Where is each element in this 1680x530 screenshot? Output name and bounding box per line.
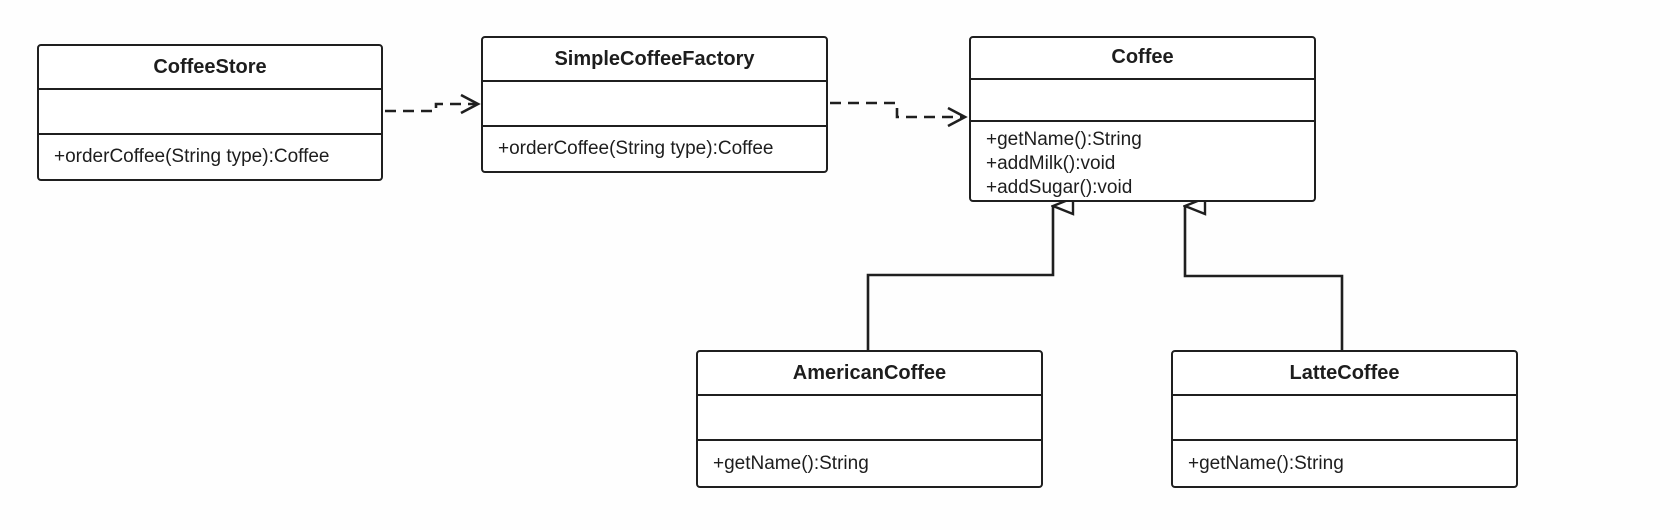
class-box-simplecoffeefactory[interactable]: SimpleCoffeeFactory +orderCoffee(String … — [481, 36, 828, 173]
class-name: Coffee — [971, 38, 1314, 80]
class-box-coffeestore[interactable]: CoffeeStore +orderCoffee(String type):Co… — [37, 44, 383, 181]
methods-compartment: +getName():String — [698, 441, 1041, 486]
attributes-compartment — [39, 90, 381, 135]
methods-compartment: +getName():String — [1173, 441, 1516, 486]
attributes-compartment — [698, 396, 1041, 441]
class-box-coffee[interactable]: Coffee +getName():String +addMilk():void… — [969, 36, 1316, 202]
method: +orderCoffee(String type):Coffee — [498, 138, 774, 159]
method: +addSugar():void — [986, 177, 1133, 198]
methods-compartment: +getName():String +addMilk():void +addSu… — [971, 122, 1314, 200]
class-name: AmericanCoffee — [698, 352, 1041, 396]
methods-compartment: +orderCoffee(String type):Coffee — [39, 135, 381, 179]
attributes-compartment — [971, 80, 1314, 122]
method: +getName():String — [713, 452, 869, 474]
method: +orderCoffee(String type):Coffee — [54, 146, 330, 167]
generalization-latte-to-coffee — [1185, 206, 1344, 350]
methods-compartment: +orderCoffee(String type):Coffee — [483, 127, 826, 171]
class-box-americancoffee[interactable]: AmericanCoffee +getName():String — [696, 350, 1043, 488]
class-name: LatteCoffee — [1173, 352, 1516, 396]
class-name: CoffeeStore — [39, 46, 381, 90]
class-box-lattecoffee[interactable]: LatteCoffee +getName():String — [1171, 350, 1518, 488]
class-name: SimpleCoffeeFactory — [483, 38, 826, 82]
attributes-compartment — [483, 82, 826, 127]
dependency-factory-to-coffee — [830, 101, 968, 128]
method: +getName():String — [986, 129, 1142, 150]
method: +addMilk():void — [986, 153, 1116, 174]
dependency-coffeestore-to-factory — [385, 93, 481, 115]
generalization-american-to-coffee — [866, 206, 1053, 350]
method: +getName():String — [1188, 452, 1344, 474]
attributes-compartment — [1173, 396, 1516, 441]
